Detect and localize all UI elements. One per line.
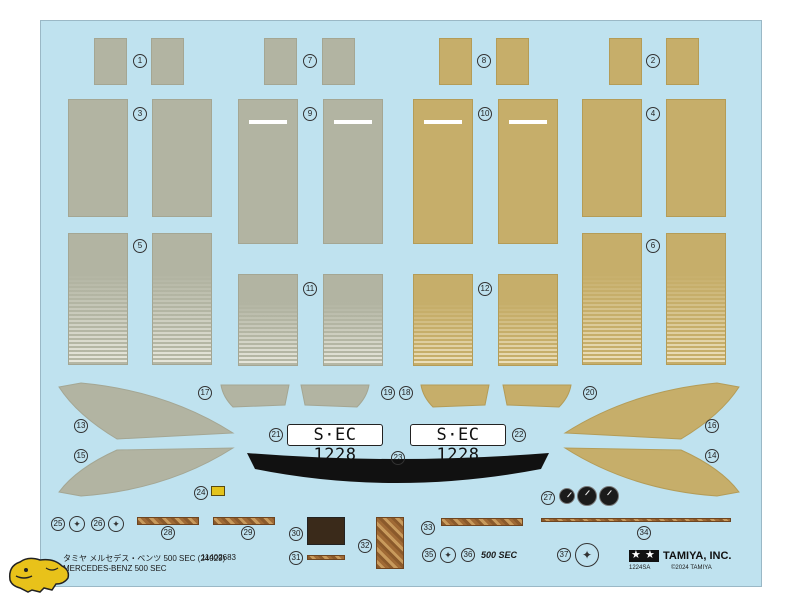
- number-16: 16: [705, 419, 719, 433]
- number-10: 10: [478, 107, 492, 121]
- number-17: 17: [198, 386, 212, 400]
- decal-20: [502, 384, 572, 408]
- decal-1-right: [151, 38, 184, 85]
- decal-29: [213, 517, 275, 525]
- number-30: 30: [289, 527, 303, 541]
- number-18: 18: [399, 386, 413, 400]
- decal-28: [137, 517, 199, 525]
- number-31: 31: [289, 551, 303, 565]
- license-plate-right: S·EC 1228: [410, 424, 506, 465]
- number-22: 22: [512, 428, 526, 442]
- decal-3-left: [68, 99, 128, 217]
- number-29: 29: [241, 526, 255, 540]
- title-en: MERCEDES-BENZ 500 SEC: [63, 564, 167, 573]
- number-4: 4: [646, 107, 660, 121]
- decal-15: [58, 447, 235, 497]
- number-37: 37: [557, 548, 571, 562]
- number-5: 5: [133, 239, 147, 253]
- mercedes-star-icon: ✦: [440, 547, 456, 563]
- gauge-icon: [599, 486, 619, 506]
- number-26: 26: [91, 517, 105, 531]
- decal-23: [247, 453, 549, 483]
- decal-2-left: [609, 38, 642, 85]
- decal-10-left: [413, 99, 473, 244]
- number-9: 9: [303, 107, 317, 121]
- number-28: 28: [161, 526, 175, 540]
- number-36: 36: [461, 548, 475, 562]
- decal-5-left: [68, 233, 128, 365]
- decal-30: [307, 517, 345, 545]
- number-33: 33: [421, 521, 435, 535]
- decal-10-right: [498, 99, 558, 244]
- decal-18: [420, 384, 490, 408]
- number-8: 8: [477, 54, 491, 68]
- product-code: 1224SA: [629, 565, 651, 571]
- decal-2-right: [666, 38, 699, 85]
- decal-14: [563, 447, 740, 497]
- number-23: 23: [391, 451, 405, 465]
- decal-31: [307, 555, 345, 560]
- number-20: 20: [583, 386, 597, 400]
- decal-8-right: [496, 38, 529, 85]
- number-6: 6: [646, 239, 660, 253]
- decal-16: [563, 382, 740, 440]
- model-badge: 500 SEC: [481, 550, 518, 560]
- mercedes-star-icon: ✦: [108, 516, 124, 532]
- decal-34: [541, 518, 731, 522]
- decal-3-right: [152, 99, 212, 217]
- number-24: 24: [194, 486, 208, 500]
- decal-7-left: [264, 38, 297, 85]
- decal-32: [376, 517, 404, 569]
- decal-9-right: [323, 99, 383, 244]
- number-35: 35: [422, 548, 436, 562]
- serial-number: 11402683: [201, 553, 236, 562]
- decal-17: [220, 384, 290, 408]
- number-27: 27: [541, 491, 555, 505]
- decal-24: [211, 486, 225, 496]
- decal-4-right: [666, 99, 726, 217]
- number-12: 12: [478, 282, 492, 296]
- decal-13: [58, 382, 235, 440]
- decal-8-left: [439, 38, 472, 85]
- decal-6-right: [666, 233, 726, 365]
- number-19: 19: [381, 386, 395, 400]
- number-13: 13: [74, 419, 88, 433]
- decal-1-left: [94, 38, 127, 85]
- brand-name: TAMIYA, INC.: [663, 550, 732, 562]
- number-32: 32: [358, 539, 372, 553]
- decal-19: [300, 384, 370, 408]
- license-plate-left: S·EC 1228: [287, 424, 383, 465]
- number-21: 21: [269, 428, 283, 442]
- decal-12-right: [498, 274, 558, 366]
- decal-4-left: [582, 99, 642, 217]
- number-34: 34: [637, 526, 651, 540]
- copyright: ©2024 TAMIYA: [671, 565, 712, 571]
- number-7: 7: [303, 54, 317, 68]
- number-15: 15: [74, 449, 88, 463]
- title-jp: タミヤ メルセデス・ベンツ 500 SEC (24029): [63, 554, 226, 563]
- mercedes-star-icon: ✦: [69, 516, 85, 532]
- number-14: 14: [705, 449, 719, 463]
- number-2: 2: [646, 54, 660, 68]
- decal-11-left: [238, 274, 298, 366]
- gauge-icon: [559, 488, 575, 504]
- number-1: 1: [133, 54, 147, 68]
- decal-12-left: [413, 274, 473, 366]
- number-11: 11: [303, 282, 317, 296]
- decal-33: [441, 518, 523, 526]
- decal-sheet: 1 7 8 2 3 9 10 4 5 11 12 6 13 15 16 14 1…: [40, 20, 762, 587]
- number-25: 25: [51, 517, 65, 531]
- decal-7-right: [322, 38, 355, 85]
- tamiya-star-logo-icon: [629, 548, 659, 562]
- gauge-icon: [577, 486, 597, 506]
- decal-11-right: [323, 274, 383, 366]
- decal-6-left: [582, 233, 642, 365]
- bear-logo-icon: [8, 557, 70, 593]
- decal-9-left: [238, 99, 298, 244]
- number-3: 3: [133, 107, 147, 121]
- decal-5-right: [152, 233, 212, 365]
- mercedes-star-icon: ✦: [575, 543, 599, 567]
